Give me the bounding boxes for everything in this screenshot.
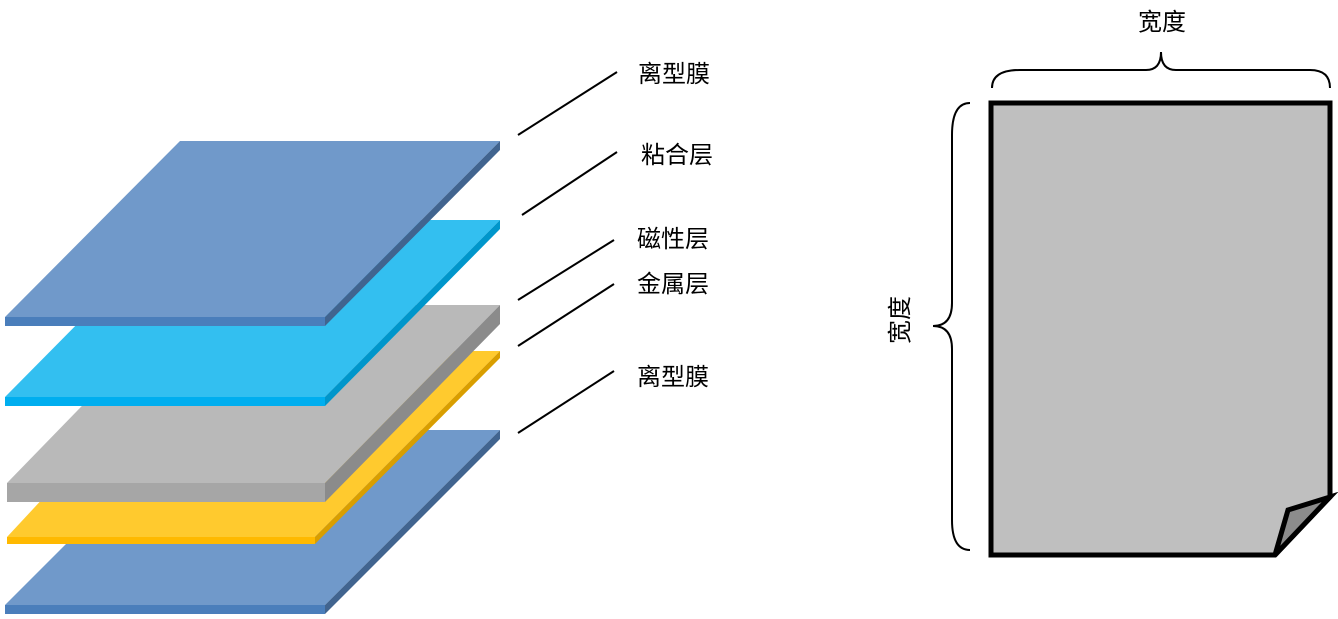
leader-line bbox=[517, 71, 618, 136]
layer-side-edge bbox=[325, 305, 500, 502]
layer-front-edge bbox=[5, 605, 325, 614]
layer-label-release-film-top: 离型膜 bbox=[638, 60, 710, 88]
sheet-folded-corner bbox=[1272, 491, 1338, 557]
layer-label-release-film-bottom: 离型膜 bbox=[637, 363, 709, 391]
width-brace-top bbox=[991, 51, 1331, 89]
leader-line bbox=[521, 151, 618, 216]
layer-top-face bbox=[5, 141, 500, 317]
layer-front-edge bbox=[7, 483, 325, 502]
width-label-left: 宽度 bbox=[886, 296, 914, 344]
layer-side-edge bbox=[325, 220, 500, 406]
leader-lines bbox=[517, 71, 618, 434]
layer-side-edge bbox=[325, 141, 500, 326]
layer-side-edge bbox=[315, 351, 500, 544]
leader-line bbox=[517, 239, 615, 301]
layer-release-film-top bbox=[5, 141, 500, 326]
leader-line bbox=[517, 370, 615, 434]
width-brace-left bbox=[932, 102, 971, 551]
width-label-top: 宽度 bbox=[1138, 8, 1186, 36]
sheet-body bbox=[988, 100, 1333, 558]
sheet-figure: 宽度 宽度 bbox=[886, 8, 1338, 558]
layer-labels: 离型膜 粘合层 磁性层 金属层 离型膜 bbox=[637, 60, 713, 391]
layer-front-edge bbox=[5, 317, 325, 326]
layer-side-edge bbox=[325, 430, 500, 614]
layer-front-edge bbox=[7, 537, 315, 544]
layer-label-adhesive: 粘合层 bbox=[641, 141, 713, 169]
layer-label-metal: 金属层 bbox=[637, 270, 709, 298]
layer-label-magnetic: 磁性层 bbox=[637, 225, 709, 253]
leader-line bbox=[517, 283, 615, 347]
layer-stack bbox=[5, 141, 500, 614]
layer-front-edge bbox=[5, 397, 325, 406]
